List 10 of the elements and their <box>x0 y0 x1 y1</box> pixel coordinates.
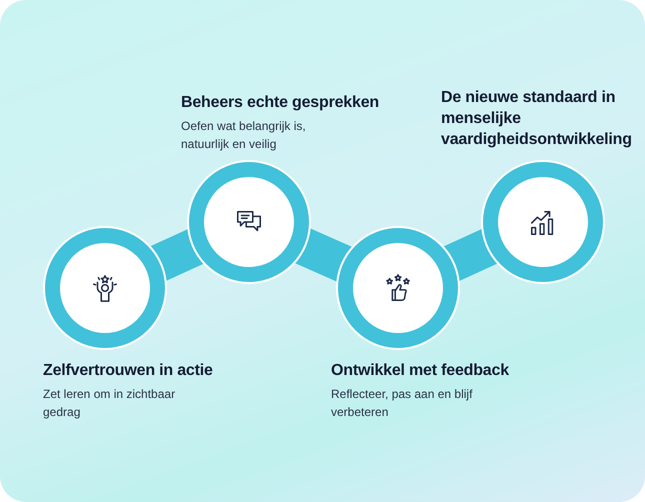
step-title: Ontwikkel met feedback <box>331 361 510 381</box>
step-title: Beheers echte gesprekken <box>181 93 380 113</box>
step-title: Zelfvertrouwen in actie <box>43 361 214 381</box>
step-description: Zet leren om in zichtbaar gedrag <box>43 386 176 421</box>
step-title: De nieuwe standaard in menselijke vaardigheidsontwikkeling <box>441 88 633 150</box>
connector-band <box>150 228 204 282</box>
connector-band <box>442 228 498 282</box>
connector-band <box>294 228 353 282</box>
step-description: Reflecteer, pas aan en blijf verbeteren <box>331 386 474 421</box>
step-description: Oefen wat belangrijk is, natuurlijk en veilig <box>181 118 307 153</box>
